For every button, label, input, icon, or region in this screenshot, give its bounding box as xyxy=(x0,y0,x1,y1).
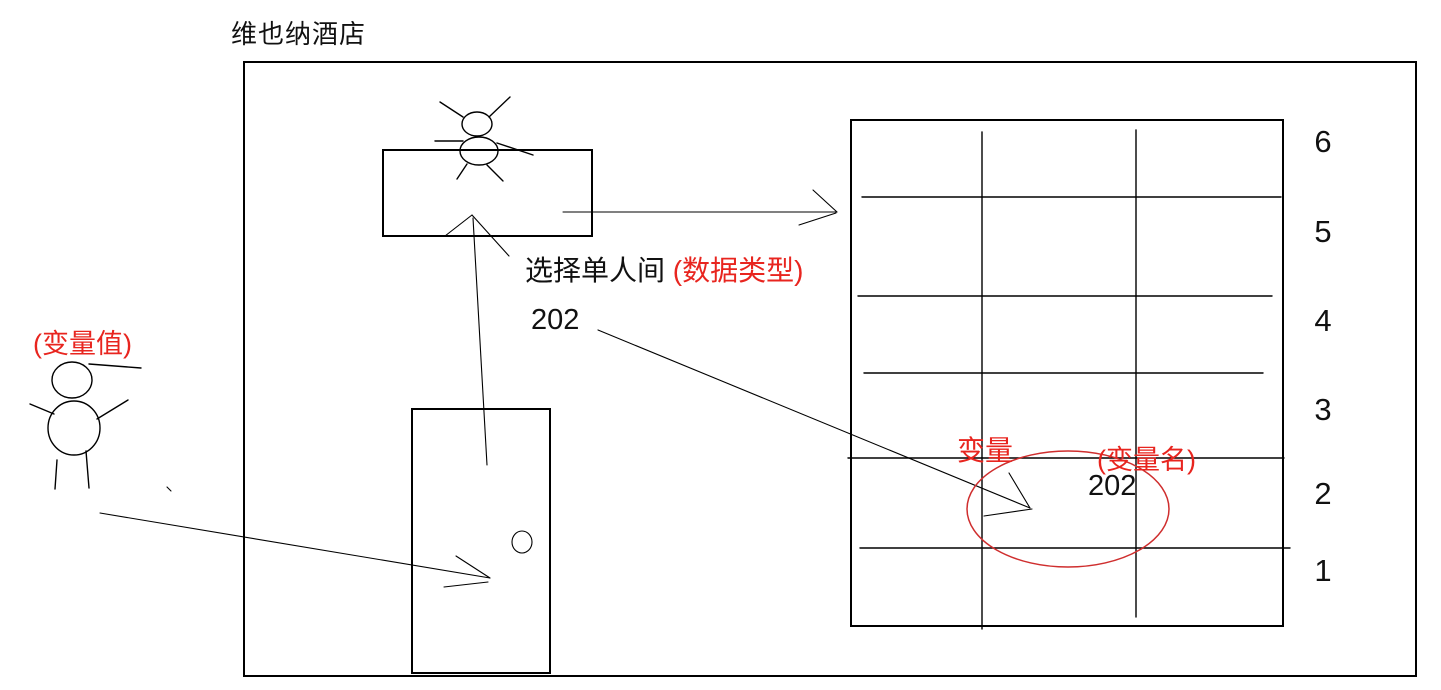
room-number-in-cell: 202 xyxy=(1088,470,1137,502)
room-number-note: 202 xyxy=(531,304,580,336)
hotel-outline-box xyxy=(243,61,1417,677)
data-type-label: (数据类型) xyxy=(672,255,804,286)
variable-value-label: (变量值) xyxy=(33,329,132,359)
room-highlight-ellipse xyxy=(966,450,1170,568)
floor-label-3: 3 xyxy=(1314,392,1332,427)
arrow-door-to-desk xyxy=(444,214,510,466)
diagram-title: 维也纳酒店 xyxy=(231,19,367,49)
receptionist-stick-figure-icon xyxy=(434,96,534,182)
variable-name-label: (变量名) xyxy=(1097,445,1196,475)
arrow-desk-to-rooms xyxy=(562,189,838,226)
floor-label-6: 6 xyxy=(1314,124,1332,159)
arrow-note-to-room-cell xyxy=(597,329,1033,517)
door xyxy=(411,408,551,674)
floor-label-1: 1 xyxy=(1314,553,1332,588)
choose-room-text: 选择单人间 xyxy=(525,255,666,286)
choose-room-caption: 选择单人间 (数据类型) xyxy=(525,249,803,289)
front-desk-box xyxy=(382,149,593,237)
variable-label: 变量 xyxy=(957,435,1014,466)
floor-label-2: 2 xyxy=(1314,476,1332,511)
arrow-guest-to-door xyxy=(99,512,491,588)
guest-stick-figure-icon xyxy=(29,361,172,492)
door-knob-icon xyxy=(511,530,533,554)
floor-label-5: 5 xyxy=(1314,214,1332,249)
floor-label-4: 4 xyxy=(1314,303,1332,338)
room-grid xyxy=(847,119,1291,630)
